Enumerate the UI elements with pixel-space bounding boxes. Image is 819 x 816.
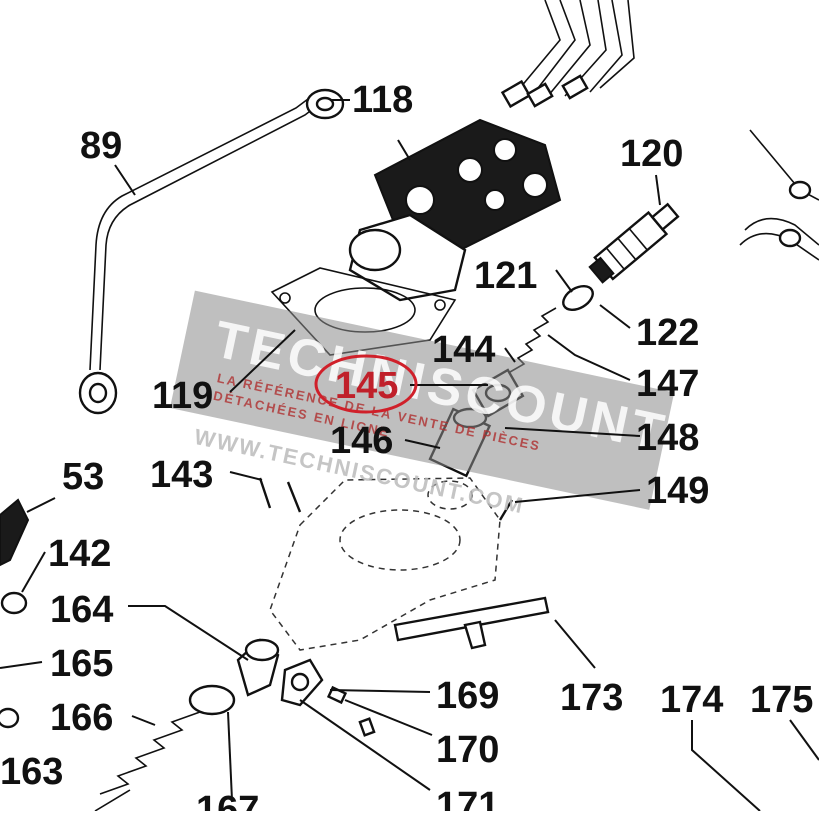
label-165: 165 <box>50 643 113 685</box>
part-164-cap <box>236 638 280 697</box>
label-120: 120 <box>620 133 683 175</box>
label-53: 53 <box>62 456 104 498</box>
label-147: 147 <box>636 363 699 405</box>
part-163-nut <box>0 707 20 729</box>
part-173-rod <box>393 596 550 650</box>
watermark-band <box>169 290 675 510</box>
part-118-pump-head <box>348 118 562 302</box>
highlight-ring-145 <box>314 354 418 414</box>
injector-pipes <box>500 0 635 109</box>
label-173: 173 <box>560 677 623 719</box>
label-167: 167 <box>196 789 259 811</box>
label-119: 119 <box>152 375 213 417</box>
part-122-washer <box>562 285 594 311</box>
leader-lines <box>0 99 819 812</box>
label-145: 145 <box>335 365 398 407</box>
part-143-pins <box>258 477 302 513</box>
label-175: 175 <box>750 679 813 721</box>
part-142-nut <box>0 591 28 615</box>
watermark: TECHNISCOUNT LA RÉFÉRENCE DE LA VENTE DE… <box>169 290 675 519</box>
part-169-lever <box>280 658 376 737</box>
label-174: 174 <box>660 679 723 721</box>
label-146: 146 <box>330 420 393 462</box>
label-163: 163 <box>0 751 63 793</box>
label-144: 144 <box>432 329 495 371</box>
label-149: 149 <box>646 470 709 512</box>
part-89-pipe <box>78 88 345 415</box>
part-labels: 89 118 120 121 122 119 144 145 147 146 1… <box>0 79 813 816</box>
label-89: 89 <box>80 125 122 167</box>
pump-housing-outline <box>269 477 501 651</box>
part-53 <box>0 498 30 567</box>
part-149-pin <box>498 499 514 521</box>
label-170: 170 <box>436 729 499 771</box>
part-120-fitting <box>588 202 680 284</box>
label-169: 169 <box>436 675 499 717</box>
label-148: 148 <box>636 417 699 459</box>
right-pipes <box>739 129 819 261</box>
label-142: 142 <box>48 533 111 575</box>
label-164: 164 <box>50 589 113 631</box>
label-121: 121 <box>474 255 537 297</box>
label-122: 122 <box>636 312 699 354</box>
label-166: 166 <box>50 697 113 739</box>
label-118: 118 <box>352 79 413 121</box>
label-171: 171 <box>436 785 499 811</box>
label-143: 143 <box>150 454 213 496</box>
part-166-spring <box>94 684 236 812</box>
